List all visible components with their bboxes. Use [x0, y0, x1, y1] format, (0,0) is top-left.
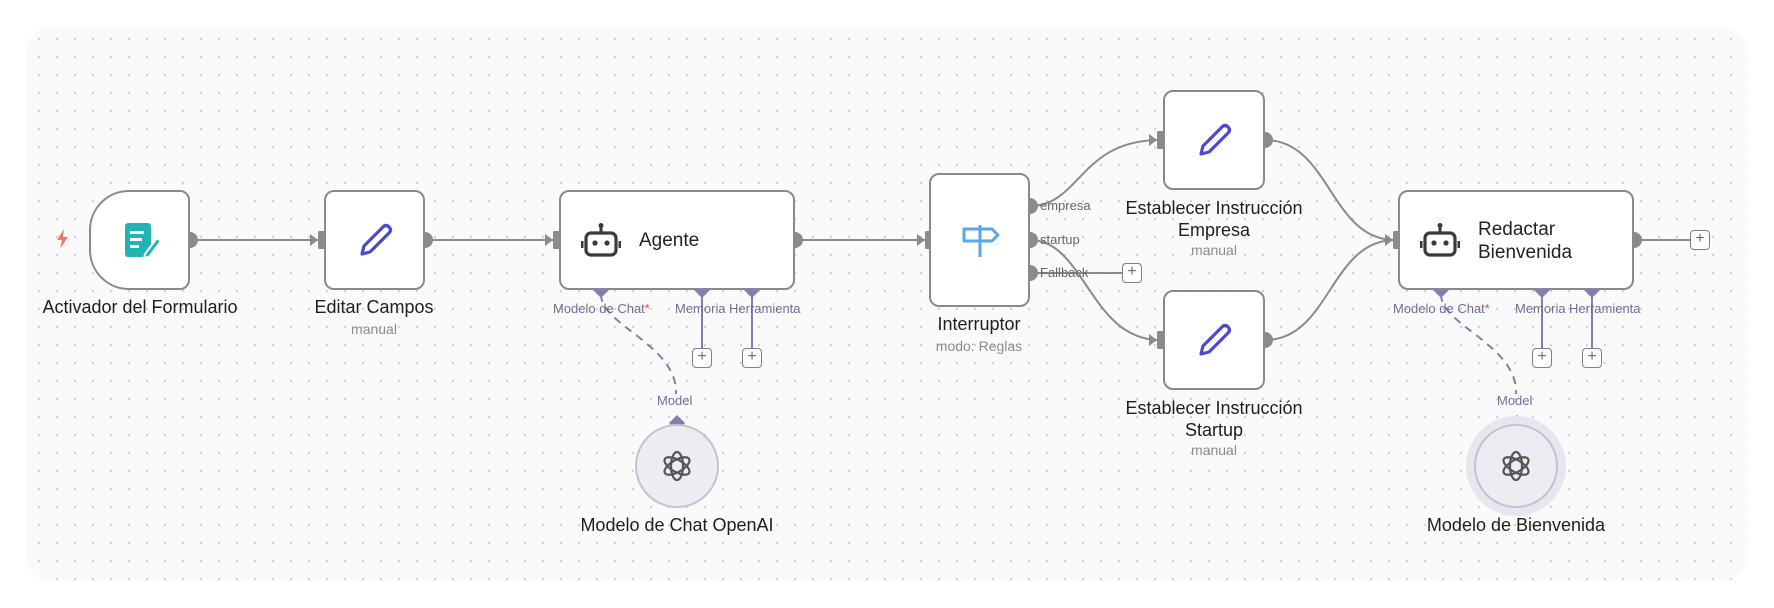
- welcome-port-memory-label: Memoria: [1515, 301, 1566, 316]
- signpost-icon: [962, 225, 1000, 257]
- edit-fields-subtitle: manual: [351, 321, 397, 337]
- arrow-into-startup: [1149, 334, 1157, 346]
- pencil-icon: [1199, 123, 1232, 156]
- welcome-add-memory-button[interactable]: +: [1532, 348, 1552, 368]
- agent-label: Agente: [639, 230, 700, 251]
- pencil-icon: [1199, 323, 1232, 356]
- welcome-add-tool-button[interactable]: +: [1582, 348, 1602, 368]
- lightning-bolt-icon: [57, 229, 68, 249]
- openai-logo-icon: [1502, 450, 1530, 482]
- agent-add-tool-button[interactable]: +: [742, 348, 762, 368]
- switch-output-empresa-label: empresa: [1040, 198, 1091, 213]
- welcome-model-port-label: Model: [1497, 393, 1533, 408]
- arrow-into-edit: [310, 234, 318, 246]
- edge-startup-to-welcome[interactable]: [1264, 239, 1396, 341]
- openai-chat-model-title: Modelo de Chat OpenAI: [580, 515, 774, 535]
- welcome-add-next-button[interactable]: +: [1690, 230, 1710, 250]
- arrow-into-agent: [545, 234, 553, 246]
- edge-empresa-to-welcome[interactable]: [1264, 139, 1396, 241]
- edge-agent-chat-model[interactable]: [599, 293, 678, 395]
- draft-welcome-label: Redactar Bienvenida: [1478, 219, 1573, 263]
- arrow-into-empresa: [1149, 134, 1157, 146]
- switch-node[interactable]: [929, 173, 1030, 307]
- set-empresa-subtitle: manual: [1191, 242, 1237, 258]
- agent-node[interactable]: Agente: [559, 190, 795, 290]
- switch-output-fallback-label: Fallback: [1040, 265, 1089, 280]
- arrow-into-switch: [917, 234, 925, 246]
- openai-model-port-label: Model: [657, 393, 693, 408]
- edit-fields-node[interactable]: [324, 190, 425, 290]
- edge-welcome-chat-model[interactable]: [1439, 293, 1518, 395]
- agent-port-chat-model-label: Modelo de Chat*: [553, 301, 650, 316]
- set-startup-node[interactable]: [1163, 290, 1265, 390]
- form-trigger-title: Activador del Formulario: [42, 297, 238, 317]
- set-empresa-title: Establecer Instrucción Empresa: [1125, 198, 1303, 240]
- workflow-canvas[interactable]: [26, 26, 1748, 582]
- edge-switch-startup[interactable]: [1029, 239, 1161, 341]
- set-empresa-node[interactable]: [1163, 90, 1265, 190]
- edit-fields-title: Editar Campos: [314, 297, 434, 317]
- welcome-model-title: Modelo de Bienvenida: [1426, 515, 1606, 535]
- draft-welcome-node[interactable]: Redactar Bienvenida: [1398, 190, 1634, 290]
- switch-output-startup-label: startup: [1040, 232, 1080, 247]
- switch-title: Interruptor: [937, 314, 1021, 334]
- robot-icon: [581, 223, 621, 257]
- welcome-port-tool-label: Herramienta: [1569, 301, 1641, 316]
- agent-port-tool-label: Herramienta: [729, 301, 801, 316]
- set-startup-subtitle: manual: [1191, 442, 1237, 458]
- pencil-icon: [360, 223, 393, 256]
- openai-chat-model-node[interactable]: [635, 424, 719, 508]
- edge-switch-empresa[interactable]: [1029, 139, 1161, 207]
- form-trigger-node[interactable]: [89, 190, 190, 290]
- welcome-model-node[interactable]: [1474, 424, 1558, 508]
- openai-logo-icon: [663, 450, 691, 482]
- robot-icon: [1420, 223, 1460, 257]
- switch-subtitle: modo: Reglas: [935, 338, 1023, 354]
- welcome-port-chat-model-label: Modelo de Chat*: [1393, 301, 1490, 316]
- agent-add-memory-button[interactable]: +: [692, 348, 712, 368]
- agent-port-memory-label: Memoria: [675, 301, 726, 316]
- set-startup-title: Establecer Instrucción Startup: [1125, 398, 1303, 440]
- form-document-icon: [125, 223, 163, 260]
- arrow-into-welcome: [1385, 234, 1393, 246]
- switch-fallback-add-button[interactable]: +: [1122, 263, 1142, 283]
